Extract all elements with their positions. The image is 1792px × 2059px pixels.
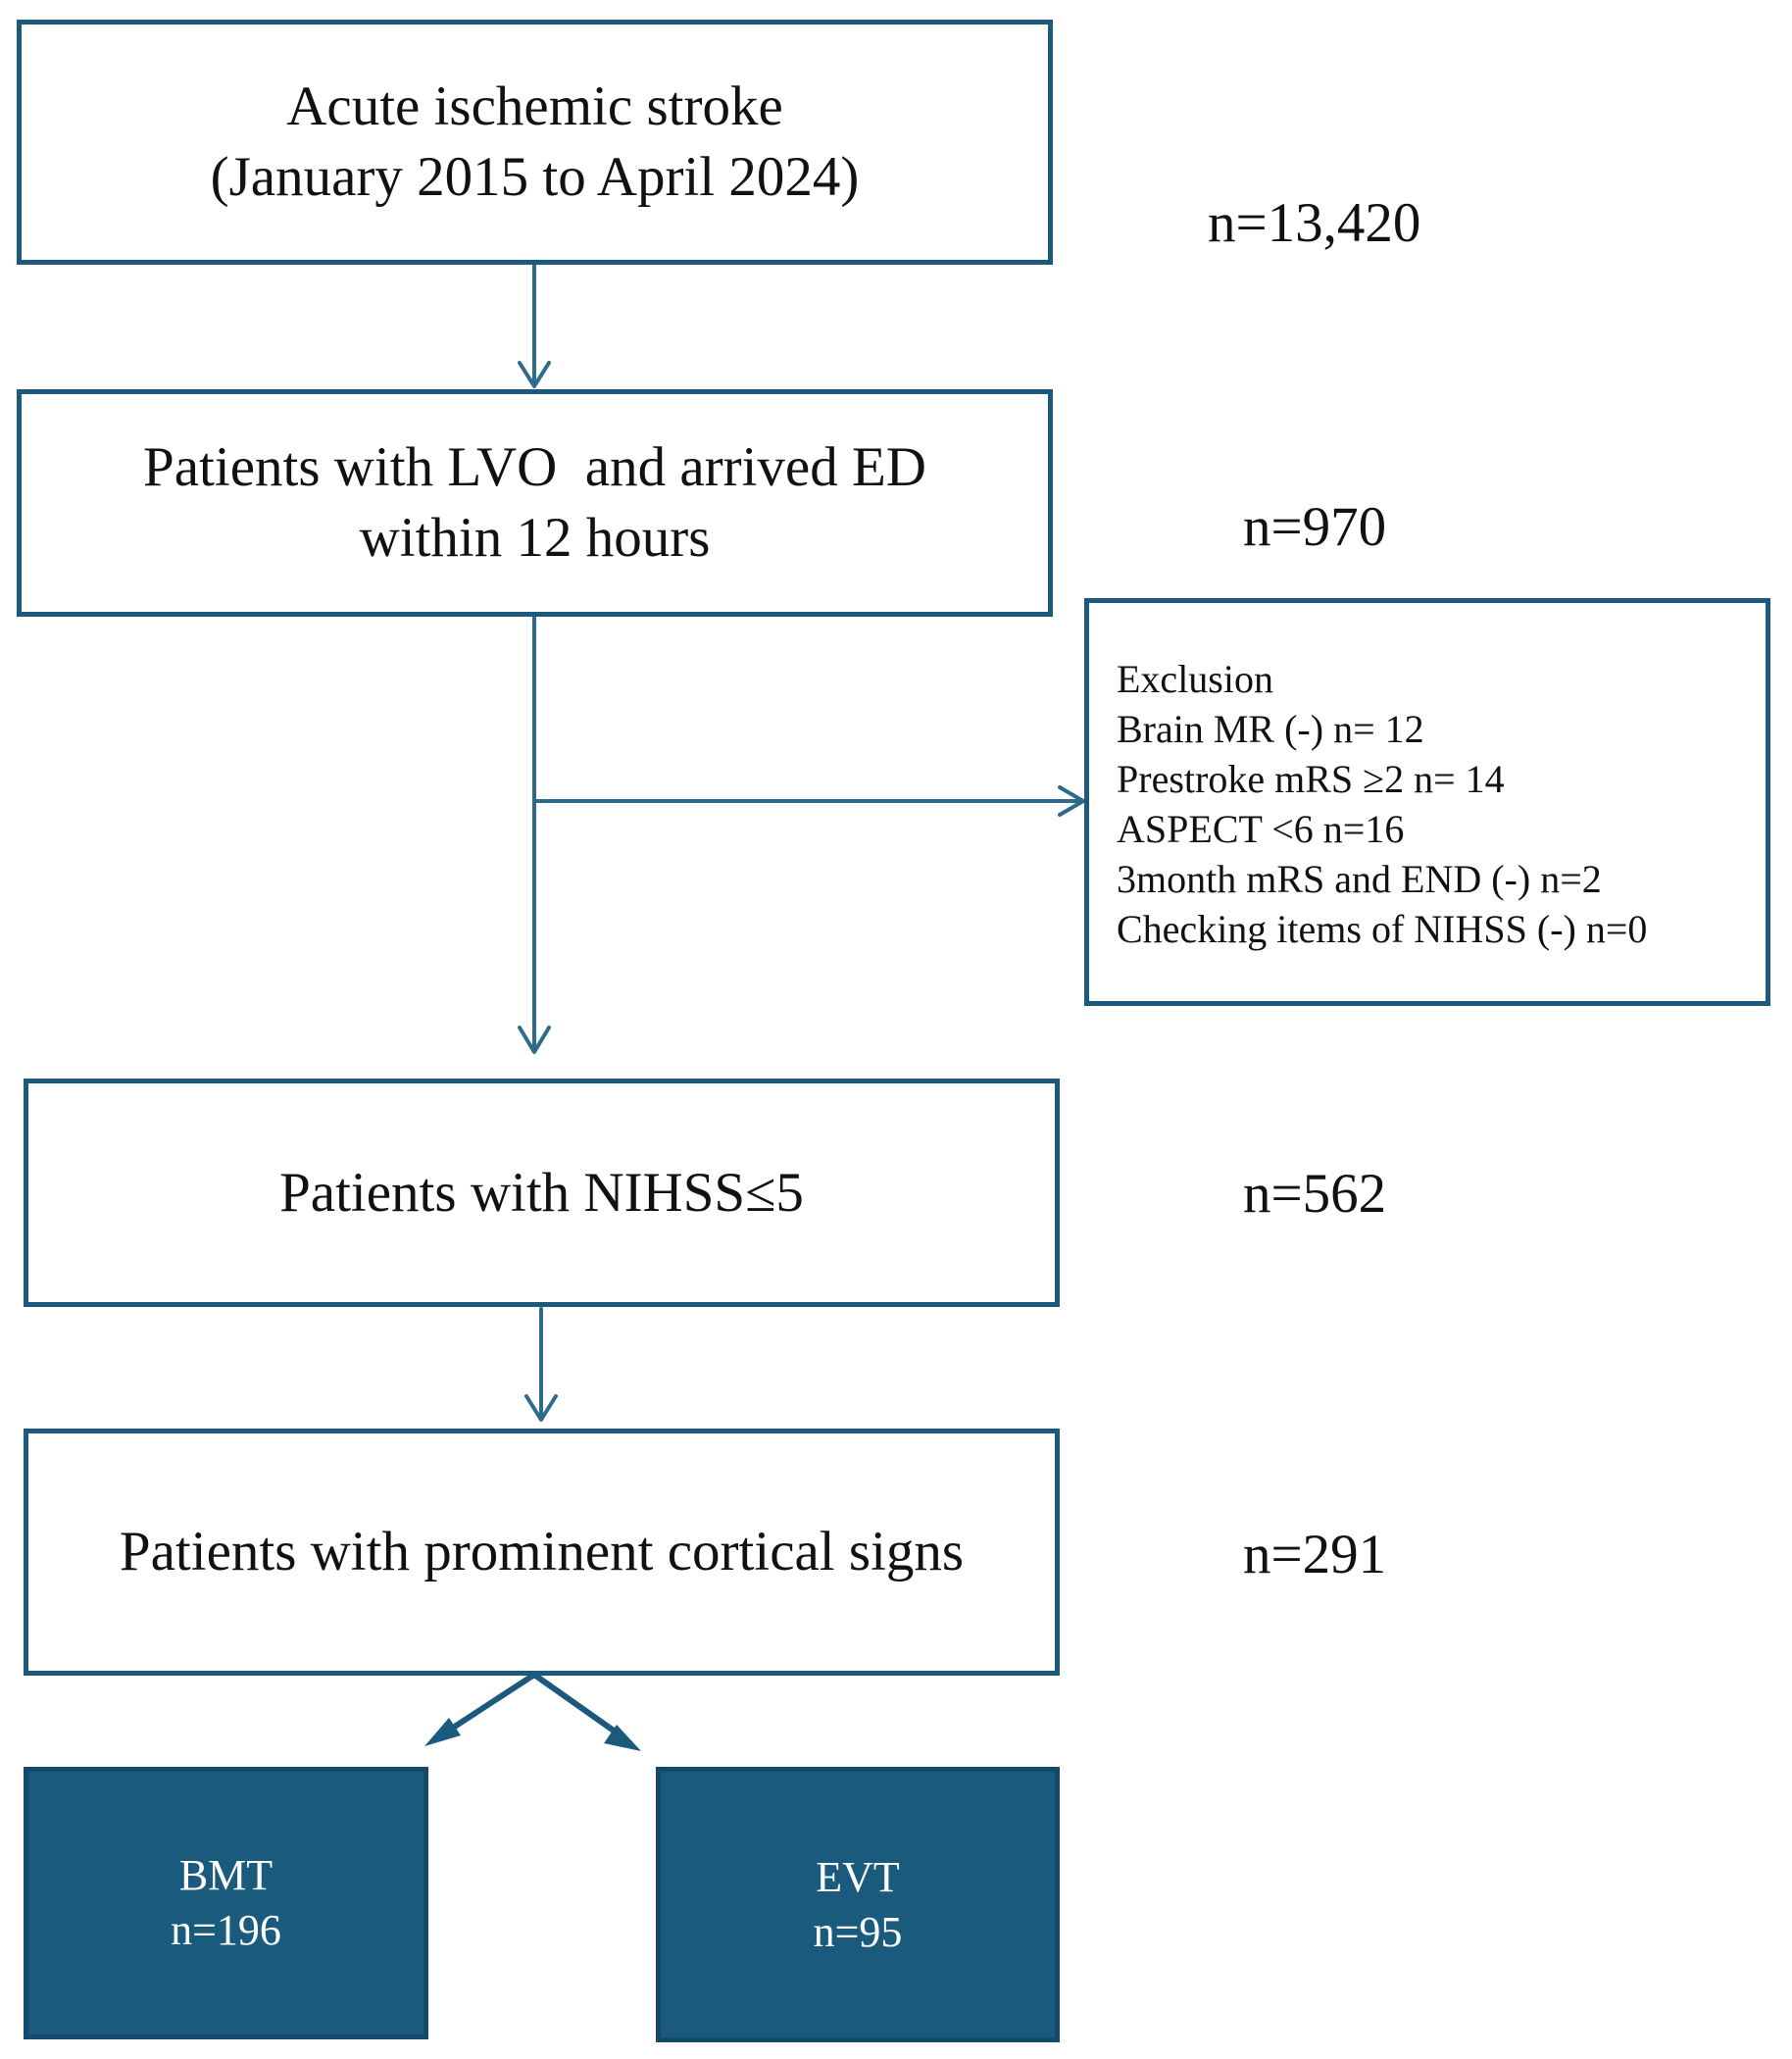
group-bmt-name: BMT [178, 1851, 274, 1899]
step1-line1: Acute ischemic stroke [286, 75, 783, 137]
group-evt-count: n=95 [813, 1907, 903, 1956]
arrowhead-step3-to-step4 [524, 1394, 558, 1422]
exclusion-item: Prestroke mRS ≥2 n= 14 [1117, 757, 1505, 801]
step2-count: n=970 [1243, 496, 1387, 558]
arrowhead-to-evt [604, 1725, 641, 1751]
exclusion-title: Exclusion [1117, 657, 1273, 701]
arrowhead-step2-to-step3 [518, 1026, 551, 1054]
exclusion-box: Exclusion Brain MR (-) n= 12 Prestroke m… [1084, 598, 1770, 1006]
step3-count: n=562 [1243, 1163, 1387, 1225]
step-nihss-le-5: Patients with NIHSS≤5 [24, 1079, 1060, 1307]
step-acute-ischemic-stroke: Acute ischemic stroke (January 2015 to A… [17, 20, 1053, 265]
step-lvo-arrived-ed: Patients with LVO and arrived ED within … [17, 389, 1053, 617]
group-evt-name: EVT [816, 1852, 900, 1901]
exclusion-item: ASPECT <6 n=16 [1117, 807, 1405, 851]
step1-count: n=13,420 [1208, 192, 1421, 254]
arrow-to-bmt [441, 1672, 537, 1736]
exclusion-item: Brain MR (-) n= 12 [1117, 707, 1424, 751]
step1-line2: (January 2015 to April 2024) [210, 146, 860, 208]
exclusion-item: 3month mRS and END (-) n=2 [1117, 857, 1602, 901]
arrowhead-to-bmt [424, 1718, 461, 1746]
step3-line1: Patients with NIHSS≤5 [279, 1161, 804, 1224]
group-bmt: BMT n=196 [24, 1767, 428, 2039]
group-bmt-count: n=196 [171, 1906, 281, 1954]
step2-line1: Patients with LVO and arrived ED [143, 436, 926, 498]
arrowhead-to-exclusion [1058, 785, 1085, 817]
group-evt: EVT n=95 [656, 1767, 1060, 2042]
step4-count: n=291 [1243, 1524, 1387, 1585]
step4-line1: Patients with prominent cortical signs [119, 1521, 965, 1582]
step-prominent-cortical-signs: Patients with prominent cortical signs [24, 1429, 1060, 1676]
exclusion-item: Checking items of NIHSS (-) n=0 [1117, 907, 1648, 951]
arrow-to-evt [531, 1672, 623, 1738]
arrowhead-step1-to-step2 [518, 361, 551, 388]
step2-line2: within 12 hours [359, 507, 711, 569]
